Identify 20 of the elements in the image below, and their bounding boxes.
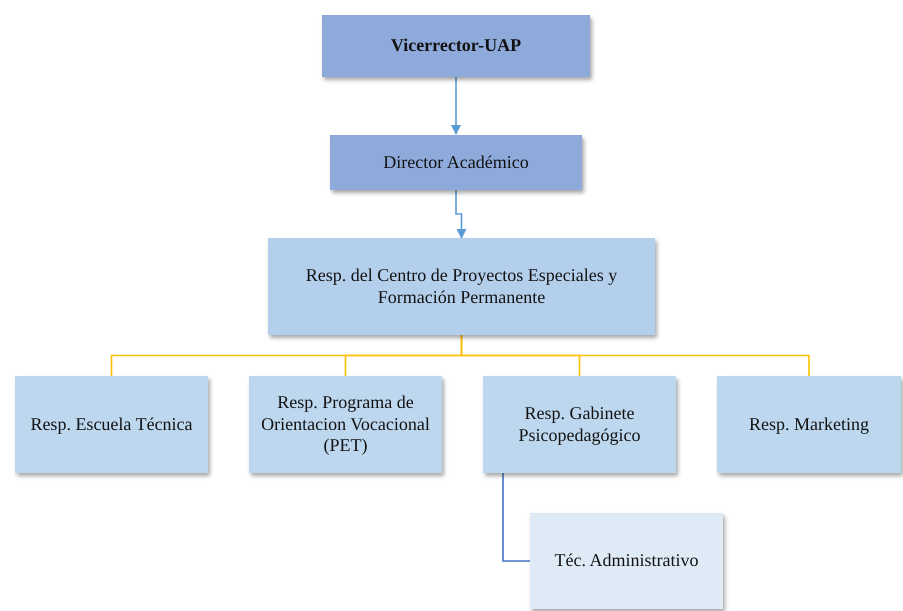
org-box xyxy=(330,135,582,190)
org-box xyxy=(483,376,676,473)
role-title: Vicerrector-UAP xyxy=(390,35,522,57)
role-title: Resp. Marketing xyxy=(749,414,869,436)
role-title: Téc. Administrativo xyxy=(554,550,698,572)
org-box xyxy=(249,376,442,473)
role-title: Resp. del Centro de Proyectos Especiales y Formación Permanente xyxy=(304,264,618,308)
org-box xyxy=(15,376,208,473)
org-box xyxy=(268,238,655,335)
role-title: Director Académico xyxy=(383,152,529,174)
org-box xyxy=(717,376,901,473)
role-title: Resp. Escuela Técnica xyxy=(30,414,193,436)
arrow xyxy=(451,77,461,135)
connector-line xyxy=(460,335,810,376)
arrow xyxy=(455,190,466,239)
role-title: Resp. Gabinete Psicopedagógico xyxy=(518,402,642,446)
role-title: Resp. Programa de Orientacion Vocacional (PET) xyxy=(260,392,431,457)
org-box xyxy=(530,513,723,609)
connector-line xyxy=(502,473,530,562)
org-box xyxy=(322,15,590,77)
